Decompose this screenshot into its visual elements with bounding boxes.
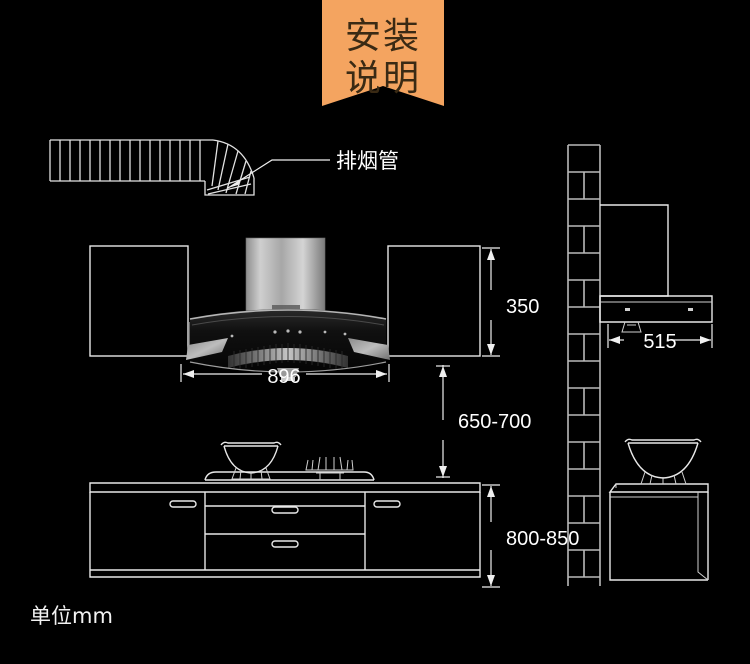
title-banner: [322, 0, 444, 106]
dimension-cabinet-height: 350: [482, 247, 539, 357]
dimension-hood-depth-text: 515: [643, 331, 676, 353]
unit-note: 单位mm: [30, 604, 113, 628]
dimension-counter-height-text: 800-850: [506, 528, 579, 550]
duct-leader-line: [227, 159, 330, 189]
wok-icon: [220, 441, 282, 480]
duct-label: 排烟管: [336, 149, 399, 173]
brick-wall-icon: [567, 144, 601, 586]
dimension-hood-width-text: 896: [267, 366, 300, 388]
front-counter-cabinet: [89, 471, 481, 578]
left-wall-cabinet: [89, 245, 191, 357]
dimension-hood-width: 896: [180, 364, 390, 388]
gas-burner-icon: [305, 456, 354, 480]
dimension-hood-depth: 515: [607, 324, 713, 353]
side-wok-icon: [624, 438, 702, 485]
right-wall-cabinet: [387, 245, 481, 357]
hood-side-view: [599, 204, 713, 333]
banner-line-1: 安装: [345, 16, 421, 57]
dimension-cabinet-height-text: 350: [506, 296, 539, 318]
range-hood-icon: [186, 237, 390, 381]
flexible-duct-icon: [49, 139, 255, 196]
dimension-hood-to-counter-text: 650-700: [458, 411, 531, 433]
side-counter-cabinet: [608, 483, 709, 581]
dimension-counter-height: 800-850: [482, 484, 579, 588]
banner-line-2: 说明: [345, 58, 421, 99]
dimension-hood-to-counter: 650-700: [436, 365, 531, 478]
